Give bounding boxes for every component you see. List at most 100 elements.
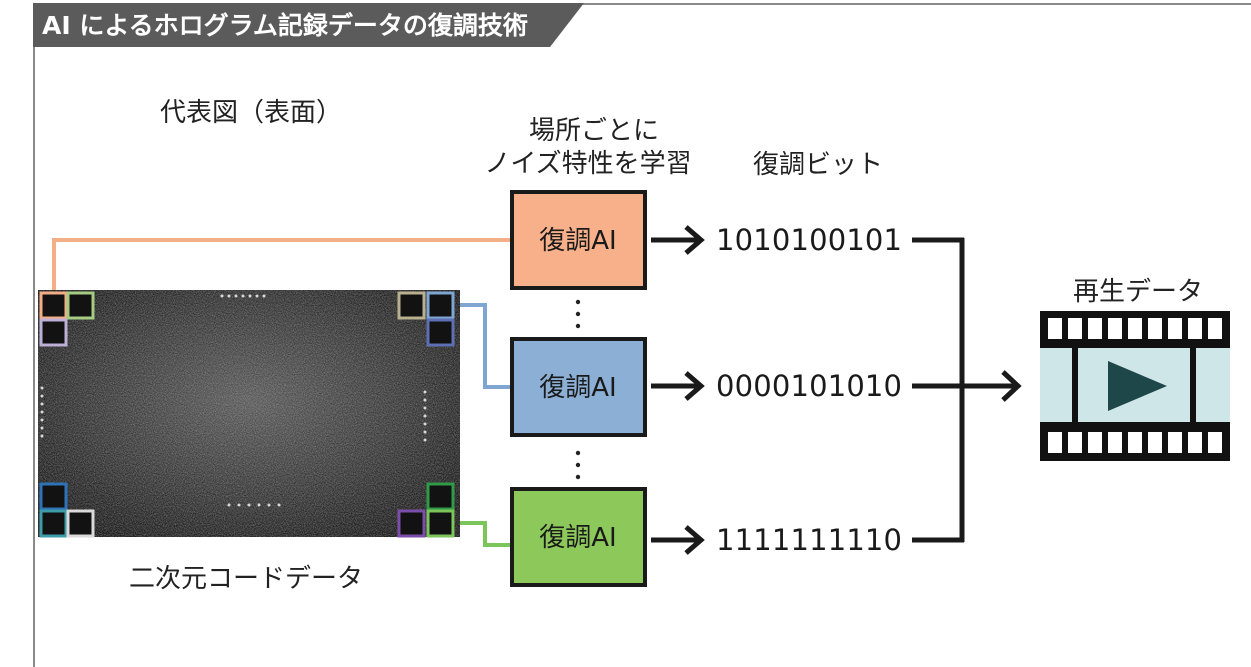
code-marker <box>39 509 68 538</box>
code-markers-top-left <box>39 291 95 347</box>
code-dot <box>227 294 231 298</box>
sprocket-hole <box>1168 318 1182 339</box>
code-dot <box>40 434 44 438</box>
arrow-head <box>684 525 705 555</box>
demodulated-bits-heading: 復調ビット <box>753 150 883 180</box>
film-sprocket-holes-top <box>1048 318 1222 339</box>
code-dot <box>237 503 241 507</box>
sprocket-hole <box>1148 432 1162 453</box>
sprocket-hole <box>1168 432 1182 453</box>
sprocket-hole <box>1128 318 1142 339</box>
code-marker <box>66 291 95 320</box>
learning-note-line2: ノイズ特性を学習 <box>484 149 691 179</box>
code-dot <box>40 386 44 390</box>
code-marker <box>426 482 455 511</box>
code-markers-top-right <box>397 291 455 347</box>
demodulator-label: 復調AI <box>539 373 616 403</box>
film-panel-right <box>1196 348 1230 422</box>
arrow-head <box>1001 370 1022 402</box>
representative-figure-label: 代表図（表面） <box>160 98 342 128</box>
sprocket-hole <box>1108 318 1122 339</box>
header-tab-background <box>33 3 584 47</box>
playback-data-heading: 再生データ <box>1073 277 1203 307</box>
code-bottom-dots <box>227 503 281 507</box>
orange-connector <box>52 238 512 293</box>
ellipsis-dot <box>575 474 581 480</box>
vertical-ellipsis-upper <box>575 299 581 329</box>
code-dot <box>40 402 44 406</box>
demodulator-box <box>510 337 647 437</box>
demodulator-box <box>510 487 647 587</box>
arrow-head <box>684 225 705 255</box>
film-strip-play-icon <box>1040 311 1230 461</box>
demodulated-bits: 1010100101 <box>716 223 902 257</box>
demodulator-blue: 復調AI <box>510 337 647 437</box>
code-dot <box>220 294 224 298</box>
ellipsis-dot <box>575 462 581 468</box>
code-dot <box>255 294 259 298</box>
code-dot <box>40 418 44 422</box>
code-top-dots <box>220 294 266 298</box>
two-dimensional-code-image <box>38 290 460 538</box>
header-tab: AI によるホログラム記録データの復調技術 <box>33 3 584 47</box>
code-dot <box>40 410 44 414</box>
arrow-head <box>684 371 705 401</box>
code-dot <box>234 294 238 298</box>
code-marker <box>426 291 455 320</box>
sprocket-hole <box>1068 318 1082 339</box>
sprocket-hole <box>1068 432 1082 453</box>
sprocket-hole <box>1048 318 1062 339</box>
code-dot <box>40 426 44 430</box>
code-dot <box>423 414 427 418</box>
code-dot <box>241 294 245 298</box>
code-dot <box>40 394 44 398</box>
code-dot <box>227 503 231 507</box>
ellipsis-dot <box>575 311 581 317</box>
demodulator-green: 復調AI <box>510 487 647 587</box>
vertical-ellipsis-lower <box>575 450 581 480</box>
code-dot <box>423 390 427 394</box>
play-triangle-icon <box>1108 361 1167 411</box>
sprocket-hole <box>1208 432 1222 453</box>
code-marker <box>39 482 68 511</box>
arrow-right-icon <box>962 370 1022 402</box>
arrow-right-icon <box>651 371 705 401</box>
green-connector <box>455 521 512 547</box>
code-right-dots <box>423 390 427 442</box>
arrow-right-icon <box>651 225 705 255</box>
demodulator-orange: 復調AI <box>510 190 647 290</box>
code-dot <box>423 430 427 434</box>
merge-bracket <box>912 237 965 543</box>
code-image-grain <box>38 290 460 537</box>
code-marker <box>426 509 455 538</box>
learning-note-line1: 場所ごとに <box>529 116 659 146</box>
code-dot <box>248 294 252 298</box>
sprocket-hole <box>1048 432 1062 453</box>
code-left-dots <box>40 386 44 438</box>
arrow-right-icon <box>651 525 705 555</box>
sprocket-hole <box>1188 432 1202 453</box>
code-dot <box>423 406 427 410</box>
code-marker <box>66 509 95 538</box>
code-dot <box>277 503 281 507</box>
ellipsis-dot <box>575 299 581 305</box>
sprocket-hole <box>1108 432 1122 453</box>
sprocket-hole <box>1148 318 1162 339</box>
code-marker <box>39 291 68 320</box>
code-marker <box>39 318 68 347</box>
sprocket-hole <box>1128 432 1142 453</box>
code-marker <box>397 509 426 538</box>
ellipsis-dot <box>575 450 581 456</box>
demodulator-label: 復調AI <box>539 523 616 553</box>
code-dot <box>257 503 261 507</box>
demodulator-box <box>510 190 647 290</box>
code-markers-bottom-left <box>39 482 95 538</box>
header-title: AI によるホログラム記録データの復調技術 <box>42 11 528 40</box>
code-dot <box>262 294 266 298</box>
code-markers-bottom-right <box>397 482 455 538</box>
code-dot <box>423 422 427 426</box>
sprocket-hole <box>1088 318 1102 339</box>
code-dot <box>423 438 427 442</box>
code-marker <box>397 291 426 320</box>
code-data-caption: 二次元コードデータ <box>129 564 363 594</box>
